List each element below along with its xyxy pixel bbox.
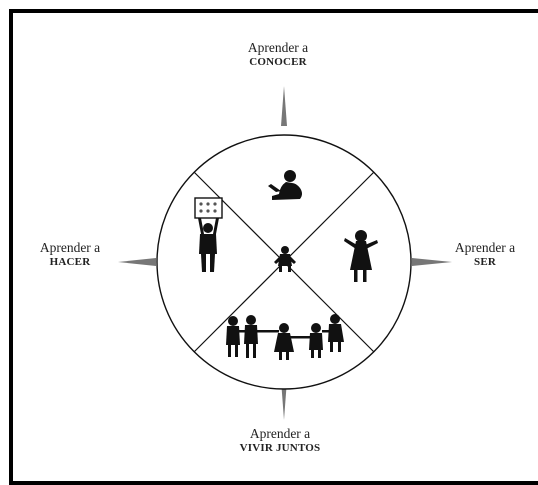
label-bottom-line1: Aprender a (249, 426, 311, 441)
child-reading-icon (268, 170, 302, 200)
pointer-right (412, 258, 452, 266)
children-holding-hands-icon (226, 314, 344, 360)
small-figure-icon (274, 246, 296, 272)
diagram-stage: Aprender a CONOCER Aprender a HACER Apre… (9, 9, 538, 485)
label-aprender-conocer: Aprender a CONOCER (208, 40, 348, 68)
label-aprender-vivir-juntos: Aprender a VIVIR JUNTOS (200, 426, 360, 454)
label-right-line1: Aprender a (454, 240, 516, 255)
label-aprender-hacer: Aprender a HACER (10, 240, 130, 268)
pointer-left (118, 258, 156, 266)
label-left-line2: HACER (49, 255, 91, 268)
label-top-line1: Aprender a (247, 40, 309, 55)
label-aprender-ser: Aprender a SER (430, 240, 538, 268)
child-holding-board-icon (194, 197, 223, 272)
label-right-line2: SER (474, 255, 496, 268)
pointer-top (281, 86, 287, 126)
compass-diagram (118, 86, 452, 420)
label-bottom-line2: VIVIR JUNTOS (239, 441, 321, 454)
girl-icon (344, 230, 378, 282)
label-top-line2: CONOCER (249, 55, 307, 68)
label-left-line1: Aprender a (39, 240, 101, 255)
pointer-bottom (281, 380, 287, 420)
